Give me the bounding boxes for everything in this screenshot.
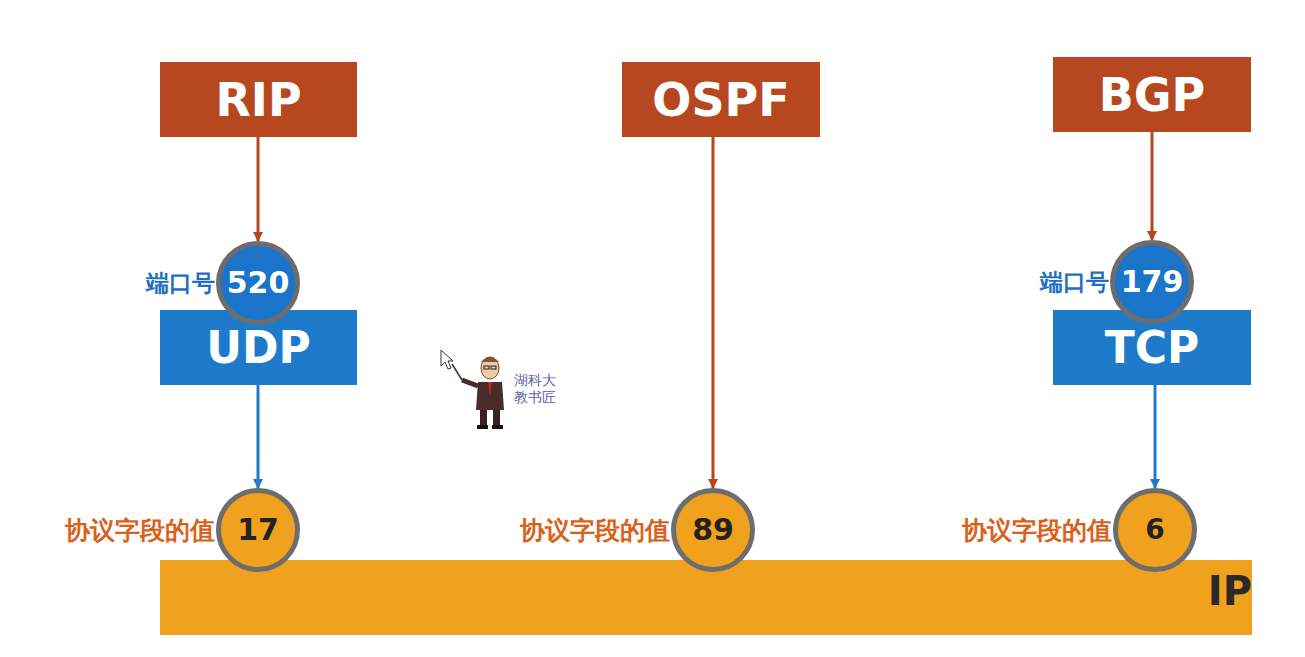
circle-label: 协议字段的值 (962, 518, 1112, 543)
mouse-cursor (441, 350, 453, 369)
circle-value: 520 (227, 268, 290, 298)
port-circle: 端口号520 (216, 241, 300, 325)
circle-value: 17 (237, 515, 279, 545)
circle-label: 端口号 (146, 272, 215, 295)
box-text: RIP (215, 77, 301, 123)
circle-value: 6 (1145, 516, 1164, 544)
circle-label: 协议字段的值 (65, 518, 215, 543)
circle-label: 协议字段的值 (520, 518, 670, 543)
protocol-box: OSPF (622, 62, 820, 137)
port-circle: 端口号179 (1110, 240, 1194, 324)
protocol-number-circle: 协议字段的值17 (216, 488, 300, 572)
box-text: UDP (206, 326, 311, 370)
circle-value: 179 (1121, 267, 1184, 297)
arrow-connector (257, 385, 260, 488)
teacher-figure (452, 357, 504, 429)
box-text: TCP (1105, 326, 1200, 370)
protocol-number-circle: 协议字段的值6 (1113, 488, 1197, 572)
protocol-number-circle: 协议字段的值89 (671, 488, 755, 572)
arrow-connector (1154, 385, 1157, 488)
protocol-box: RIP (160, 62, 357, 137)
watermark-text: 湖科大 教书匠 (514, 372, 560, 406)
arrow-connector (1151, 132, 1154, 240)
circle-label: 端口号 (1040, 271, 1109, 294)
arrow-connector (712, 137, 715, 488)
box-text: OSPF (652, 77, 789, 123)
circle-value: 89 (692, 515, 734, 545)
box-text: IP (1208, 571, 1252, 611)
protocol-box: BGP (1053, 57, 1251, 132)
box-text: BGP (1099, 72, 1206, 118)
arrow-connector (257, 137, 260, 241)
